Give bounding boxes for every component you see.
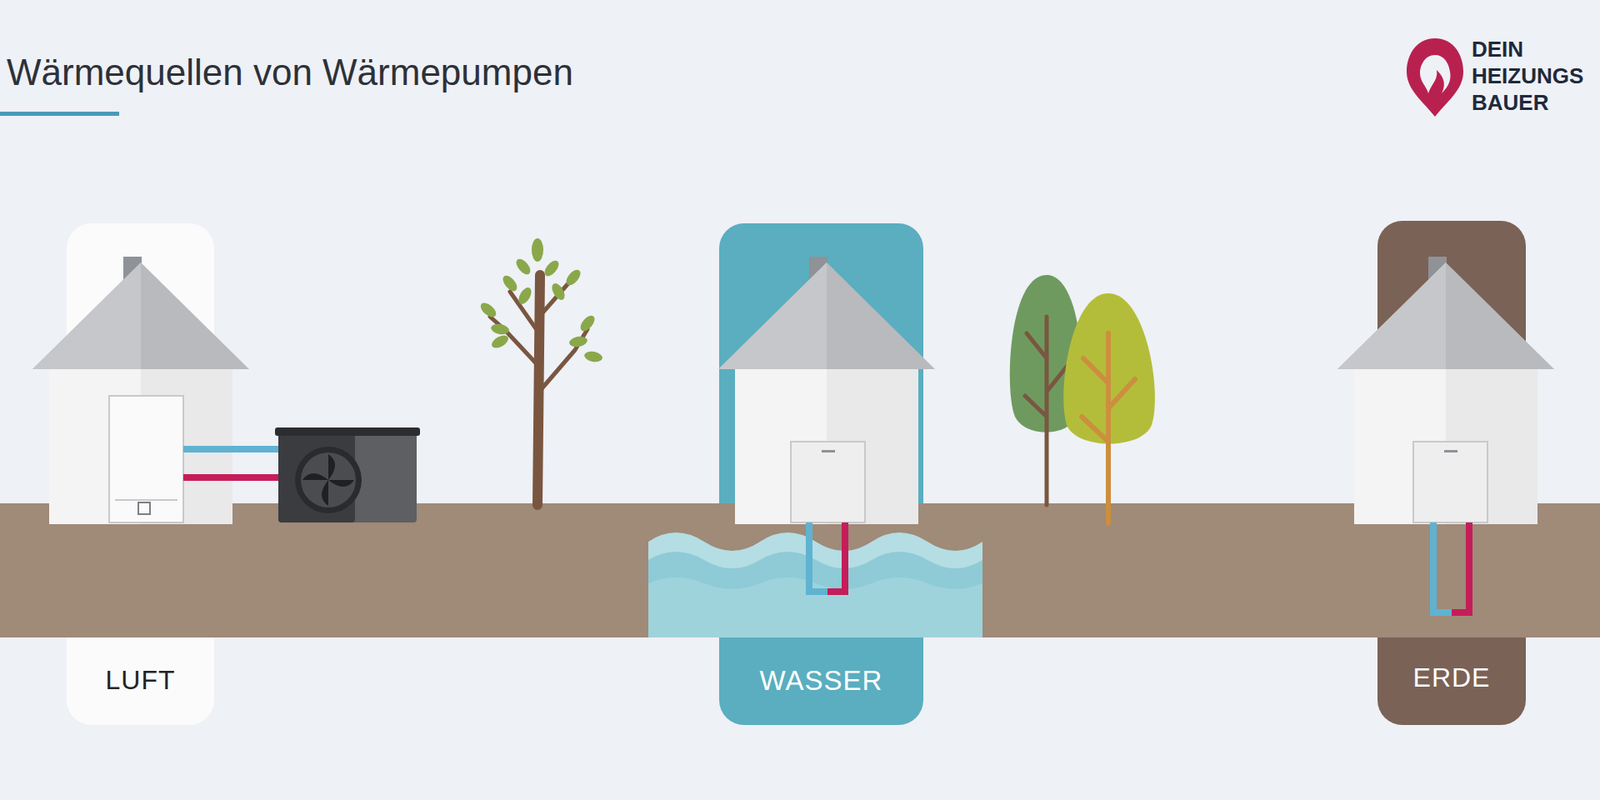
trees [1010, 275, 1155, 524]
source-label: WASSER [719, 665, 924, 697]
water-heat-pump [790, 441, 865, 592]
air-heat-pump [109, 395, 420, 523]
logo-text: DEIN [1471, 36, 1524, 62]
heat-source-band: ERDE [1377, 220, 1526, 725]
ground-heat-pump [1413, 441, 1488, 613]
groundwater [648, 532, 983, 638]
house-water [718, 256, 935, 525]
diagram-title: Wärmequellen von Wärmepumpen [6, 51, 574, 94]
tree [478, 238, 604, 505]
heat-source-band: LUFT [66, 223, 215, 725]
heat-source-band: WASSER [719, 223, 924, 725]
logo-icon [1406, 38, 1464, 117]
house-earth [1337, 256, 1555, 525]
source-label: LUFT [66, 665, 215, 696]
logo-text: BAUER [1471, 90, 1549, 115]
source-label: ERDE [1377, 662, 1526, 694]
title-underline [0, 111, 120, 116]
house-air [32, 256, 250, 525]
logo-text: HEIZUNGS [1471, 63, 1584, 89]
